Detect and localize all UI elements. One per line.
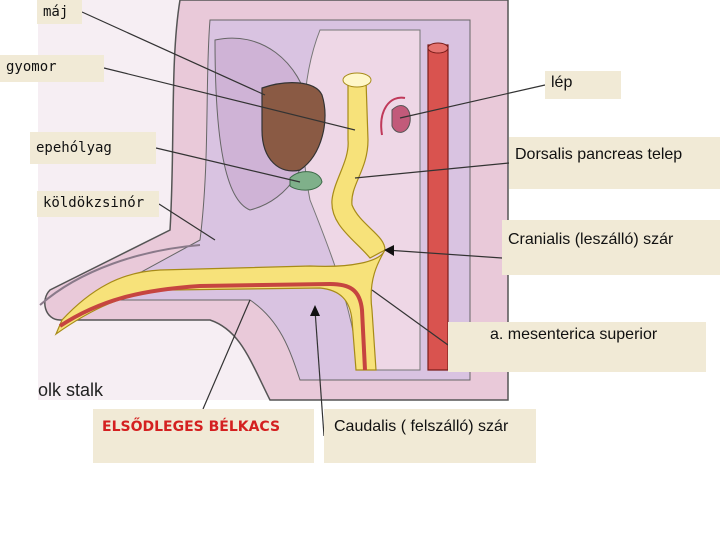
gut-tube-upper [331,79,386,259]
gallbladder-bud [289,171,323,191]
label-caudalis-szar: Caudalis ( felszálló) szár [324,409,536,463]
arrowhead-caudalis [310,305,320,316]
aorta-top [427,42,449,54]
leader-maj [81,11,266,96]
leader-elso [202,299,251,410]
leader-koldok [158,203,216,241]
umbilical-artery [58,281,367,371]
leader-mes [371,289,449,346]
leader-gyomor [103,67,356,131]
label-maj: máj [37,0,82,24]
spleen [391,105,411,133]
label-koldokzsinor: köldökzsinór [37,191,159,217]
leader-epeholyag [155,147,301,183]
label-elsodleges-belkacs: ELSŐDLEGES BÉLKACS [93,409,314,463]
leader-lep [399,84,546,119]
label-gyomor: gyomor [0,55,104,82]
label-epeholyag: epehólyag [30,132,156,164]
gut-top-ring [342,72,372,88]
label-lep: lép [545,71,621,99]
aorta [427,44,449,371]
label-cranialis-szar: Cranialis (leszálló) szár [502,220,720,275]
arrowhead-cranialis [384,245,394,256]
stomach [261,82,326,172]
leader-lines [81,11,546,437]
label-mesenterica-superior: a. mesenterica superior [448,322,706,372]
label-yolk-stalk: olk stalk [38,380,104,400]
umbilical-cord [39,244,201,306]
leader-dorsalis [354,162,510,179]
primary-gut-loop [54,249,386,371]
leader-caudalis [314,309,325,437]
spleen-vessel [380,96,406,136]
leader-cranialis [385,249,503,259]
label-dorsalis-pancreas: Dorsalis pancreas telep [509,137,720,189]
